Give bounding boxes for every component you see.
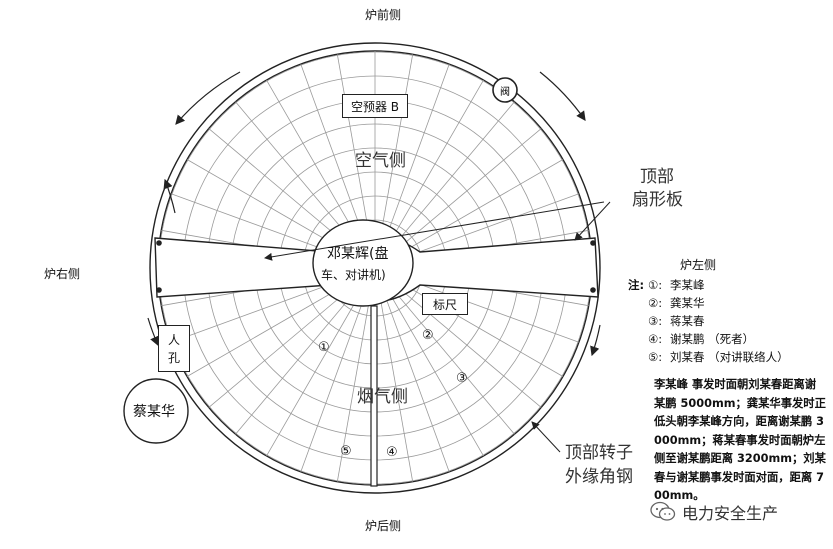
watermark-text: 电力安全生产	[682, 504, 779, 523]
label-left-side: 炉左侧	[680, 258, 717, 272]
legend-name: 刘某春 （对讲联络人）	[670, 350, 789, 364]
label-rotor-edge-1: 顶部转子	[565, 443, 633, 463]
legend-lead: 注:	[628, 278, 645, 292]
legend-num: ⑤:	[648, 350, 663, 364]
central-hub	[312, 219, 414, 307]
bolt	[590, 240, 596, 246]
legend-name: 谢某鹏 （死者）	[670, 332, 755, 346]
label-back-side: 炉后侧	[365, 519, 402, 533]
marker-5: ⑤	[340, 444, 352, 459]
rotation-arrow	[590, 324, 601, 357]
legend-row: ④: 谢某鹏 （死者）	[628, 330, 828, 348]
legend-name: 李某峰	[670, 278, 705, 292]
legend-num: ③:	[648, 314, 663, 328]
rotation-arrow	[163, 178, 176, 214]
label-gas-side: 烟气侧	[357, 387, 408, 407]
person-hole-bottom: 孔	[167, 350, 180, 365]
valve-label: 阀	[500, 85, 510, 98]
cai-marker	[123, 378, 189, 444]
legend-notes: 注: ①: 李某峰 ②: 龚某华 ③: 蒋某春 ④: 谢某鹏 （死者） ⑤: 刘…	[628, 276, 828, 366]
label-front-side: 炉前侧	[365, 8, 402, 22]
legend-num: ④:	[648, 332, 663, 346]
marker-2: ②	[422, 328, 434, 343]
person-hole-box: 人 孔	[158, 325, 190, 372]
legend-name: 龚某华	[670, 296, 705, 310]
sector-pointer-line	[574, 201, 611, 241]
label-right-side: 炉右侧	[44, 267, 81, 281]
legend-row: 注: ①: 李某峰	[628, 276, 828, 294]
bolt	[590, 287, 596, 293]
rotation-arrow	[539, 71, 586, 121]
label-top-sector-1: 顶部	[640, 167, 674, 187]
sector-pointer-line	[264, 201, 605, 261]
valve-marker	[492, 77, 518, 103]
bolt	[156, 287, 162, 293]
legend-row: ③: 蒋某春	[628, 312, 828, 330]
label-top-sector-2: 扇形板	[632, 190, 683, 210]
preheater-box: 空预器 B	[342, 94, 408, 118]
marker-3: ③	[456, 371, 468, 386]
rotation-arrow	[147, 317, 159, 347]
watermark: 电力安全生产	[650, 500, 778, 524]
legend-num: ②:	[648, 296, 663, 310]
legend-row: ⑤: 刘某春 （对讲联络人）	[628, 348, 828, 366]
grid-spoke	[374, 267, 450, 473]
legend-row: ②: 龚某华	[628, 294, 828, 312]
ruler-box: 标尺	[422, 293, 468, 315]
rotor-outer-ring	[149, 42, 601, 494]
cai-label: 蔡某华	[133, 404, 175, 420]
marker-1: ①	[318, 340, 330, 355]
person-hole-top: 人	[167, 332, 180, 347]
center-person-line1: 邓某辉(盘	[327, 246, 389, 262]
label-rotor-edge-2: 外缘角钢	[565, 467, 633, 487]
marker-4: ④	[386, 445, 398, 460]
ruler-bar	[370, 305, 378, 487]
center-person-line2: 车、对讲机)	[321, 268, 386, 282]
incident-description: 李某峰 事发时面朝刘某春距离谢某鹏 5000mm；龚某华事发时正低头朝李某峰方向…	[654, 378, 826, 502]
legend-num: ①:	[648, 278, 663, 292]
label-air-side: 空气侧	[355, 151, 406, 171]
legend-name: 蒋某春	[670, 314, 705, 328]
rotor-pointer-line	[531, 421, 561, 453]
wechat-icon	[650, 501, 676, 521]
rotation-arrow	[175, 71, 241, 125]
bolt	[156, 240, 162, 246]
